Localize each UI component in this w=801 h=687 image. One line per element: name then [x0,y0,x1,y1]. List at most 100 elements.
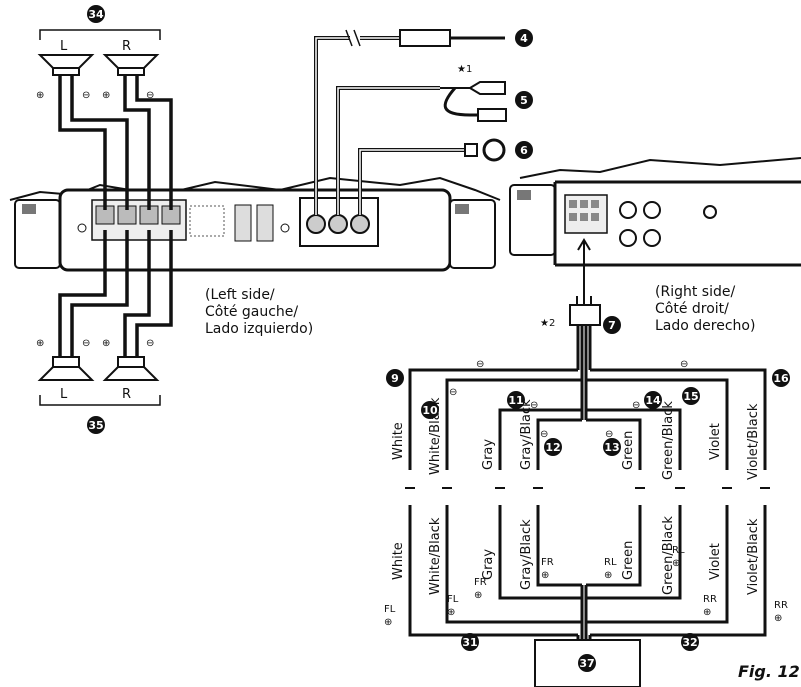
svg-text:White: White [391,422,406,460]
svg-text:RR: RR [703,594,717,605]
svg-text:5: 5 [520,94,528,107]
svg-text:Gray: Gray [481,549,496,580]
speaker-bottom-right [102,356,160,381]
callout-5: 5 [515,91,533,109]
svg-text:RL: RL [672,545,685,556]
svg-text:⊖: ⊖ [146,90,154,101]
svg-text:⊖: ⊖ [476,359,484,370]
callout-12: 12 [544,438,562,456]
left-side-line-2: Côté gauche/ [205,304,299,320]
speaker-polarity-marks: ⊕ ⊖ ⊕ ⊖ ⊕ ⊖ ⊕ ⊖ [36,90,154,349]
svg-text:⊕: ⊕ [672,558,680,569]
svg-text:Gray/Black: Gray/Black [519,519,534,590]
speaker-label-r-top: R [122,39,131,54]
svg-text:⊕: ⊕ [36,338,44,349]
svg-text:⊕: ⊕ [102,338,110,349]
svg-text:31: 31 [462,636,477,649]
svg-text:⊕: ⊕ [36,90,44,101]
callout-31: 31 [461,633,479,651]
svg-text:⊕: ⊕ [703,607,711,618]
callout-14: 14 [644,391,662,409]
callout-4: 4 [515,29,533,47]
svg-text:⊖: ⊖ [680,359,688,370]
svg-text:Violet: Violet [708,543,723,580]
speaker-wires [58,75,173,357]
right-side-line-1: (Right side/ [655,284,736,300]
right-side-line-3: Lado derecho) [655,318,756,334]
svg-text:35: 35 [88,419,103,432]
svg-text:Gray: Gray [481,439,496,470]
svg-text:⊖: ⊖ [530,400,538,411]
speaker-brackets [39,29,161,406]
callout-32: 32 [681,633,699,651]
harness-polarity-marks: ⊖ ⊖ ⊖ ⊖ ⊖ ⊖ ⊖ ⊕ ⊕ ⊕ ⊕ ⊕ ⊕ ⊕ ⊕ [384,359,782,628]
svg-text:9: 9 [391,372,399,385]
amplifier-left-side [9,176,501,272]
svg-text:7: 7 [608,319,616,332]
svg-text:16: 16 [773,372,789,385]
svg-text:11: 11 [508,394,523,407]
harness-wires [408,325,767,672]
power-cables [314,36,470,215]
svg-text:White/Black: White/Black [428,517,443,595]
svg-text:FL: FL [447,594,459,605]
speaker-label-l-top: L [60,39,68,54]
svg-text:⊕: ⊕ [604,570,612,581]
svg-text:13: 13 [604,441,619,454]
svg-text:6: 6 [520,144,528,157]
speaker-bottom-left [37,356,95,381]
svg-text:FR: FR [541,557,554,568]
svg-text:37: 37 [579,657,594,670]
speaker-top-left [37,54,95,76]
callout-7: 7 [603,316,621,334]
svg-text:⊕: ⊕ [384,617,392,628]
svg-text:RR: RR [774,600,788,611]
callout-16: 16 [772,369,790,387]
figure-label: Fig. 12 [738,662,800,681]
svg-text:32: 32 [682,636,697,649]
wire-color-labels: White White/Black Gray Gray/Black Green … [391,397,761,595]
callout-35: 35 [87,416,105,434]
svg-text:⊕: ⊕ [474,590,482,601]
svg-text:⊕: ⊕ [541,570,549,581]
svg-text:Violet/Black: Violet/Black [746,403,761,480]
star-2-label: ★2 [540,318,555,329]
svg-text:Green/Black: Green/Black [661,401,676,480]
left-side-label: (Left side/ Côté gauche/ Lado izquierdo) [205,287,313,338]
svg-text:FR: FR [474,577,487,588]
svg-text:15: 15 [683,390,698,403]
svg-text:14: 14 [645,394,661,407]
cable-accessories [345,29,507,162]
svg-text:10: 10 [422,404,438,417]
svg-text:⊕: ⊕ [774,613,782,624]
speaker-label-l-bottom: L [60,387,68,402]
svg-text:⊖: ⊖ [82,338,90,349]
right-side-line-2: Côté droit/ [655,301,729,317]
svg-text:⊖: ⊖ [540,429,548,440]
svg-text:Green/Black: Green/Black [661,516,676,595]
svg-text:FL: FL [384,604,396,615]
svg-text:⊖: ⊖ [449,387,457,398]
svg-text:White: White [391,542,406,580]
callout-37: 37 [578,654,596,672]
star-1-label: ★1 [457,64,472,75]
callout-9: 9 [386,369,404,387]
channel-labels: FL FL FR FR RL RL RR RR [384,545,788,615]
callout-11: 11 [507,391,525,409]
svg-text:⊖: ⊖ [82,90,90,101]
svg-text:Violet: Violet [708,423,723,460]
svg-text:⊖: ⊖ [146,338,154,349]
svg-text:RL: RL [604,557,617,568]
callout-15: 15 [682,387,700,405]
svg-text:Green: Green [621,431,636,470]
svg-text:⊖: ⊖ [605,429,613,440]
svg-text:4: 4 [520,32,528,45]
callout-34: 34 [87,5,105,23]
svg-text:12: 12 [545,441,560,454]
callout-6: 6 [515,141,533,159]
right-side-label: (Right side/ Côté droit/ Lado derecho) [655,284,755,335]
svg-text:⊖: ⊖ [632,400,640,411]
left-side-line-1: (Left side/ [205,287,275,303]
svg-text:Gray/Black: Gray/Black [519,399,534,470]
svg-text:Violet/Black: Violet/Black [746,518,761,595]
